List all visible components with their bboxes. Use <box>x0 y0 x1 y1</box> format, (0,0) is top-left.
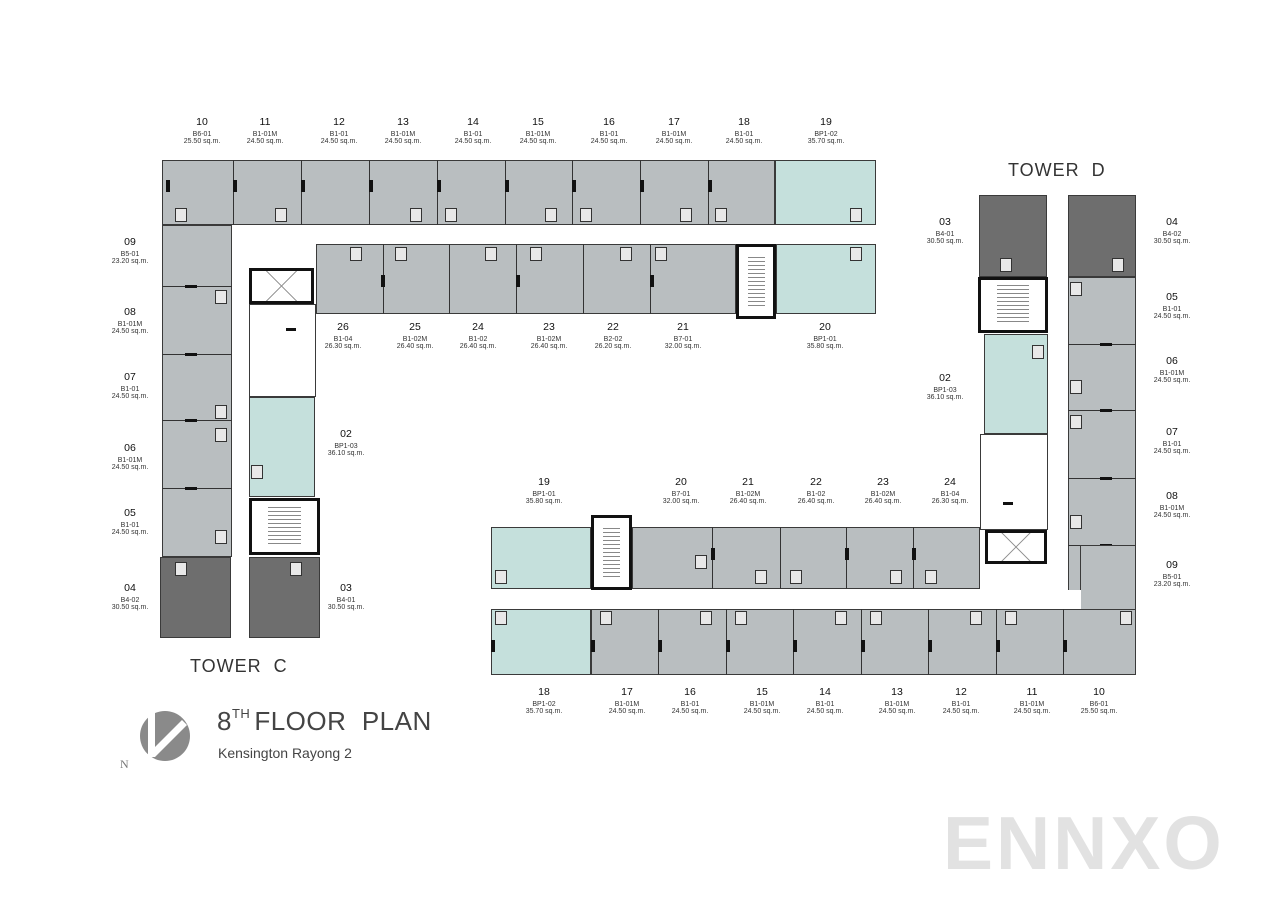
tower-c-top-wing-units <box>162 160 775 225</box>
tower-d-title: TOWER D <box>1008 160 1106 180</box>
tower-d-unit-03 <box>979 195 1047 277</box>
tower-c-unit-03 <box>249 557 320 638</box>
tower-c-west-corridor <box>232 244 249 606</box>
tower-c-inner-row-units <box>316 244 736 314</box>
tower-d-unit-18-corner <box>491 609 591 675</box>
tower-d-lift-lobby <box>980 434 1048 530</box>
tower-c-unit-04 <box>160 557 231 638</box>
tower-d-fire-stair-north <box>978 277 1048 333</box>
north-arrow-icon <box>140 711 190 761</box>
tower-c-left-column-units <box>162 225 232 557</box>
tower-c-fire-stair-east <box>736 244 776 319</box>
tower-c-top-corridor <box>218 225 838 244</box>
tower-c-fire-stair-south <box>249 498 320 555</box>
tower-c-lift-lobby <box>249 304 316 397</box>
north-label: N <box>120 757 129 771</box>
tower-c-title: TOWER C <box>190 656 288 676</box>
tower-d-south-corridor <box>491 590 1081 609</box>
tower-d-unit-09 <box>1080 545 1136 610</box>
tower-d-unit-04 <box>1068 195 1136 277</box>
tower-d-lift-core <box>985 530 1047 564</box>
tower-d-fire-stair-west <box>591 515 632 590</box>
tower-c-unit-02 <box>249 397 315 497</box>
project-name: Kensington Rayong 2 <box>218 745 352 761</box>
tower-d-corridor <box>1047 195 1068 610</box>
tower-d-inner-row-units <box>632 527 980 589</box>
tower-c-lift-core <box>249 268 314 304</box>
watermark: ENNXO <box>943 801 1225 885</box>
tower-d-unit-19-corner <box>491 527 591 589</box>
